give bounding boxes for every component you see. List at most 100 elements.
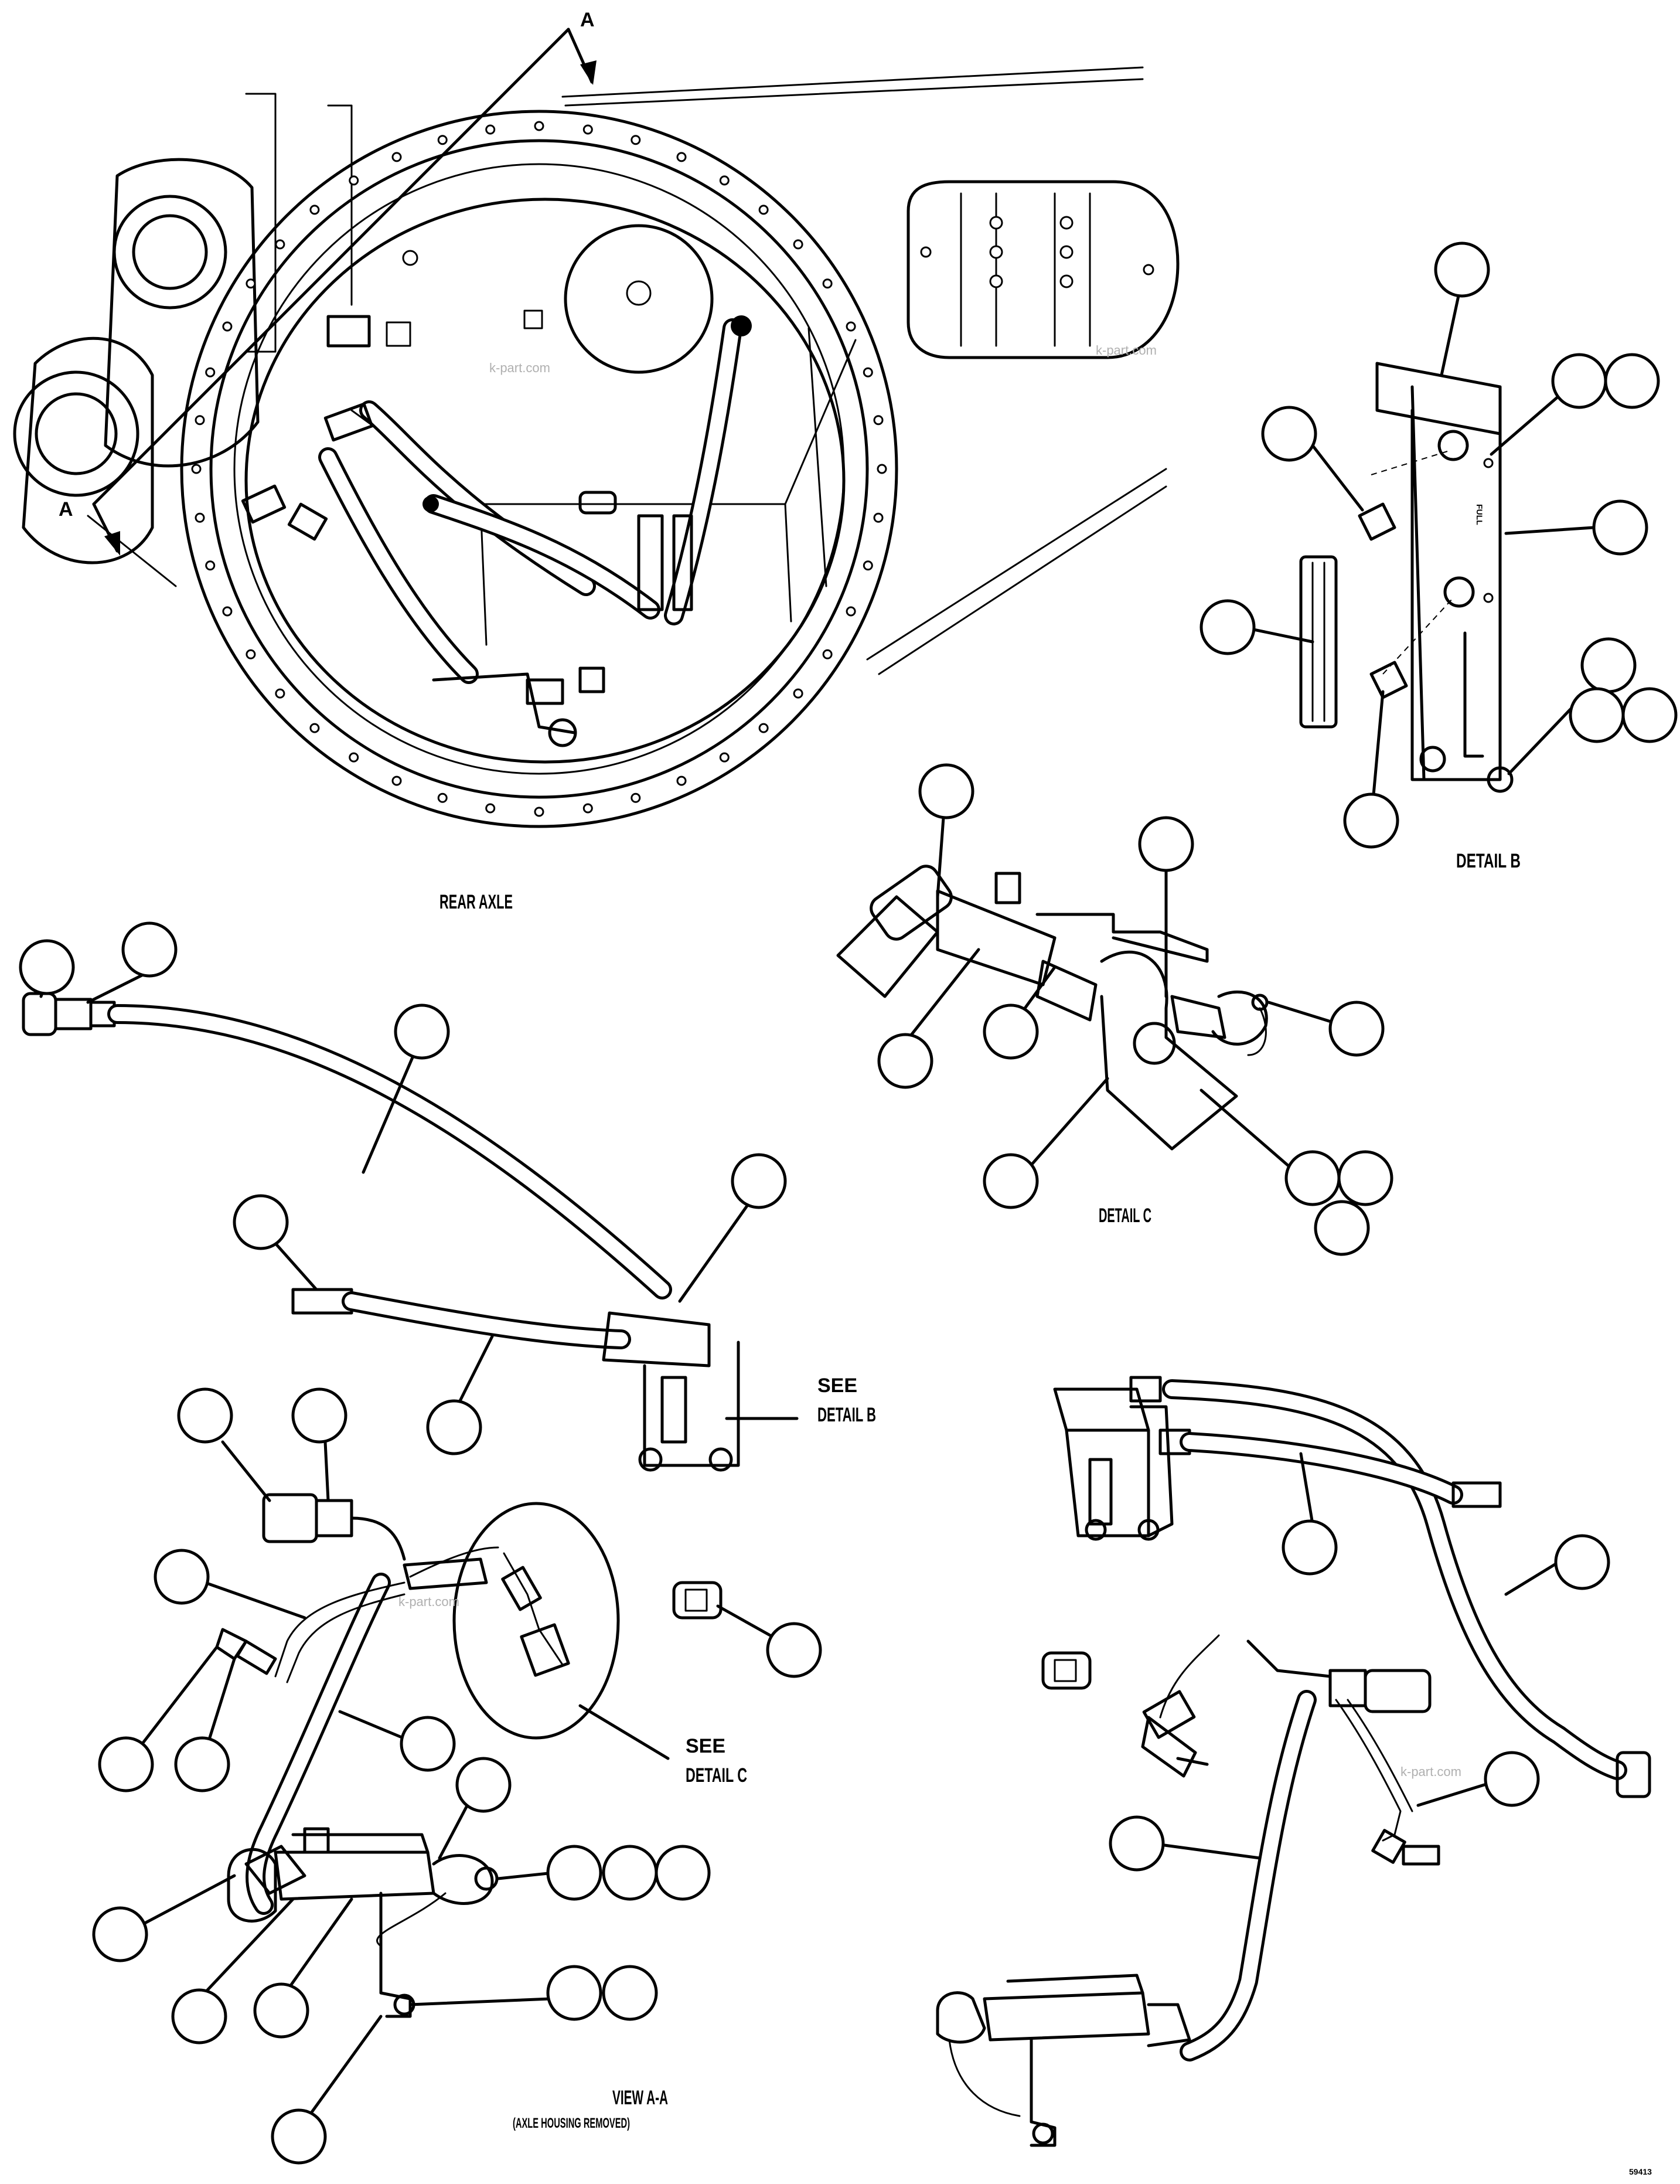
watermark-4: k-part.com <box>1400 1764 1461 1779</box>
bolt-hole <box>349 175 359 186</box>
callout-balloon <box>546 1845 602 1901</box>
detail-b-label: DETAIL B <box>1456 850 1521 872</box>
callout-balloon <box>877 1033 933 1089</box>
callout-balloon <box>918 763 974 819</box>
view-aa-note: (AXLE HOUSING REMOVED) <box>513 2115 630 2131</box>
detail-c-label: DETAIL C <box>1099 1205 1151 1227</box>
bolt-hole <box>205 560 216 571</box>
bolt-hole <box>275 688 285 699</box>
bolt-hole <box>246 649 256 659</box>
callout-balloon <box>1569 687 1625 743</box>
watermark-3: k-part.com <box>398 1594 459 1609</box>
callout-balloon <box>546 1965 602 2021</box>
bolt-hole <box>485 124 496 135</box>
bolt-hole <box>846 606 856 617</box>
callout-balloon <box>98 1736 154 1792</box>
section-arrow-a: A A <box>59 9 597 556</box>
hose-assembly-to-detail-b <box>19 921 799 1472</box>
see-detail-c-line2: DETAIL C <box>686 1764 747 1787</box>
callout-balloon <box>121 921 178 978</box>
bolt-hole <box>863 367 873 377</box>
bolt-hole <box>534 807 544 817</box>
callout-balloon <box>983 1153 1039 1209</box>
callout-balloon <box>171 1988 227 2044</box>
callout-balloon <box>983 1003 1039 1060</box>
callout-balloon <box>1343 792 1399 849</box>
callout-balloon <box>1199 599 1256 655</box>
callout-balloon <box>174 1736 230 1792</box>
callout-balloon <box>1261 406 1317 462</box>
bolt-hole <box>793 688 803 699</box>
callout-balloon <box>1337 1150 1393 1206</box>
callout-balloon <box>1434 241 1490 298</box>
callout-balloon <box>400 1716 456 1772</box>
callout-balloon <box>455 1757 512 1813</box>
plate-marking: FULL <box>1475 504 1484 525</box>
bolt-hole <box>758 723 769 733</box>
bolt-hole <box>873 512 884 523</box>
rear-axle-label: REAR AXLE <box>439 891 513 913</box>
bolt-hole <box>195 512 205 523</box>
bolt-hole <box>246 278 256 289</box>
bolt-hole <box>437 135 448 145</box>
callout-balloon <box>1314 1200 1370 1256</box>
watermark-2: k-part.com <box>1096 343 1157 358</box>
callout-balloon <box>177 1387 233 1444</box>
bolt-hole <box>205 367 216 377</box>
callout-balloon <box>602 1965 658 2021</box>
drawing-number: 59413 <box>1629 2167 1652 2176</box>
bolt-hole <box>195 415 205 426</box>
callout-balloon <box>1621 687 1678 743</box>
bolt-hole <box>391 775 402 786</box>
callout-balloon <box>731 1153 787 1209</box>
bolt-hole <box>846 321 856 332</box>
bolt-hole <box>877 464 887 474</box>
watermark-1: k-part.com <box>489 360 550 375</box>
callout-balloon <box>602 1845 658 1901</box>
bolt-hole <box>822 649 833 659</box>
bolt-hole <box>676 152 687 162</box>
callout-balloon <box>1484 1751 1540 1807</box>
bolt-hole <box>873 415 884 426</box>
callout-balloon <box>233 1194 289 1250</box>
callout-balloon <box>426 1399 482 1455</box>
bolt-hole <box>676 775 687 786</box>
bolt-hole <box>437 792 448 803</box>
callout-balloon <box>271 2108 327 2165</box>
callout-balloon <box>1109 1815 1165 1872</box>
bolt-hole <box>822 278 833 289</box>
callout-balloon <box>291 1387 347 1444</box>
rear-axle-view <box>13 66 1180 828</box>
callout-balloon <box>92 1906 148 1962</box>
callout-balloon <box>1282 1519 1338 1576</box>
callout-balloon <box>1284 1150 1341 1206</box>
callout-balloon <box>1554 1534 1610 1590</box>
section-letter-top: A <box>580 9 595 31</box>
callout-balloon <box>1551 353 1607 409</box>
bolt-hole <box>863 560 873 571</box>
isometric-assembly <box>936 1376 1651 2147</box>
detail-b: FULL <box>1199 241 1678 849</box>
callout-balloon <box>1592 499 1648 556</box>
bolt-hole <box>222 321 233 332</box>
bolt-hole <box>191 464 202 474</box>
section-letter-left: A <box>59 498 73 521</box>
view-aa-label: VIEW A-A <box>612 2087 668 2109</box>
bolt-hole <box>391 152 402 162</box>
view-a-a <box>92 1387 822 2165</box>
bolt-hole <box>349 752 359 763</box>
bolt-hole <box>631 792 641 803</box>
bolt-hole <box>631 135 641 145</box>
bolt-hole <box>309 205 320 215</box>
bolt-hole <box>309 723 320 733</box>
callout-balloon <box>1328 1001 1385 1057</box>
callout-balloon <box>766 1622 822 1678</box>
see-detail-b-line1: SEE <box>817 1375 857 1397</box>
callout-balloon <box>655 1845 711 1901</box>
bolt-hole <box>582 803 593 814</box>
bolt-hole <box>222 606 233 617</box>
callout-balloon <box>19 939 75 995</box>
detail-c <box>836 763 1393 1256</box>
bolt-hole <box>719 752 730 763</box>
